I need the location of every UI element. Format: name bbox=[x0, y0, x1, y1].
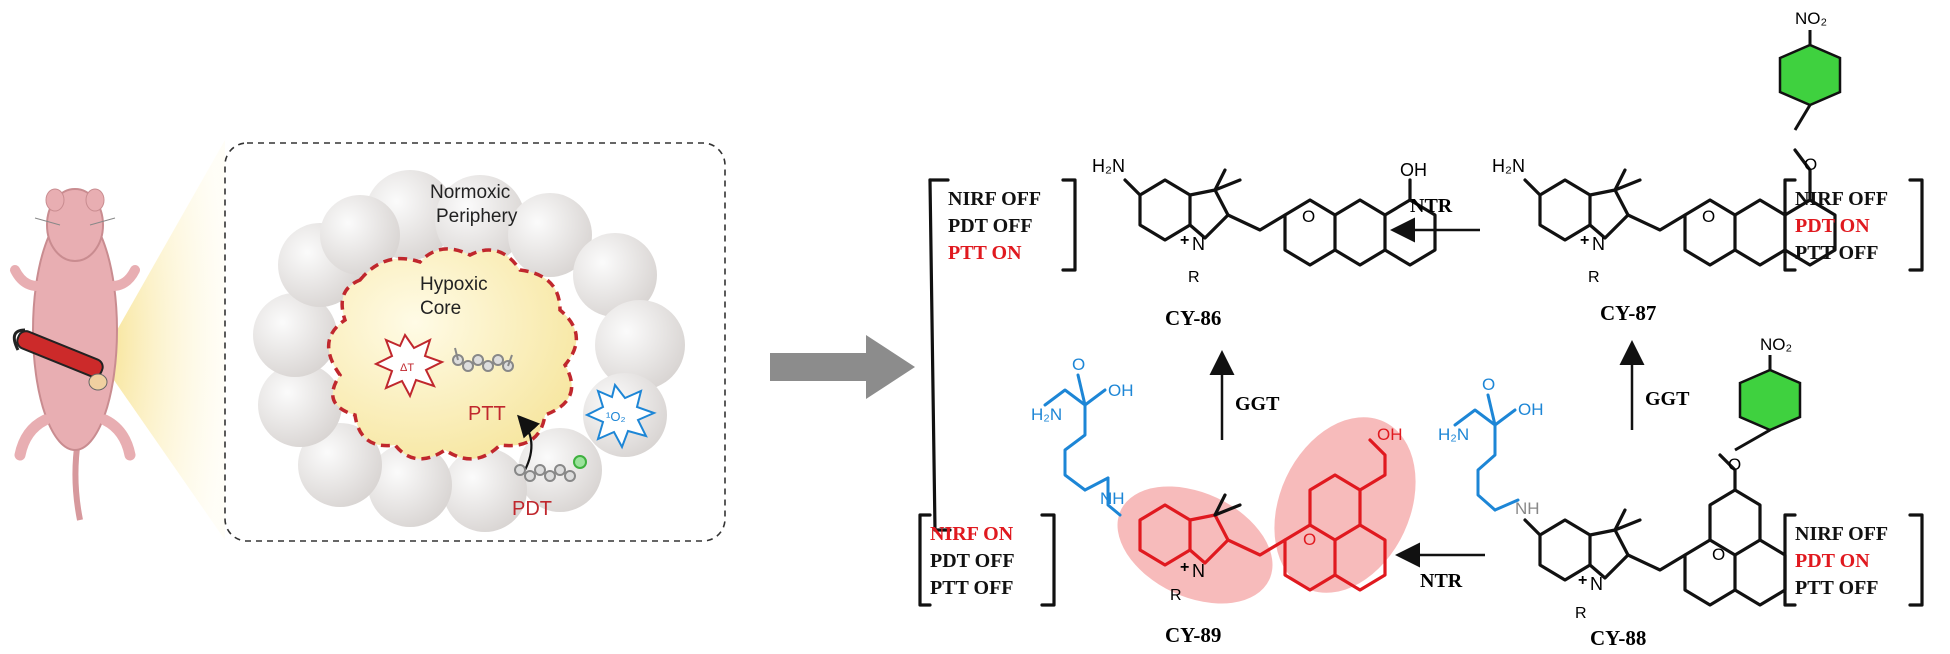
laser-pen-icon bbox=[12, 328, 108, 391]
cy89-plus: + bbox=[1180, 559, 1189, 576]
hypoxic-label-1: Hypoxic bbox=[420, 274, 488, 295]
cy88-oh-acid: OH bbox=[1518, 400, 1544, 419]
delta-t-label: ΔT bbox=[400, 362, 414, 374]
cy87-o-ether: O bbox=[1804, 155, 1817, 174]
singlet-oxygen-label: ¹O₂ bbox=[606, 409, 626, 424]
cy88-label: CY-88 bbox=[1590, 626, 1646, 650]
cy88-acid-o: O bbox=[1482, 375, 1495, 394]
ggt-right-label: GGT bbox=[1645, 388, 1690, 410]
light-beam bbox=[100, 140, 225, 540]
ntr-top-label: NTR bbox=[1410, 195, 1453, 217]
cy88-status-3: PTT OFF bbox=[1795, 577, 1879, 599]
cy87-nitrobenzyl: NO₂ bbox=[1778, 9, 1842, 131]
ggt-left-arrow: GGT bbox=[1209, 350, 1280, 440]
cy89-xanthene-highlight bbox=[1274, 417, 1416, 593]
pdt-to-ptt-arrow bbox=[517, 414, 540, 471]
cy87-r: R bbox=[1588, 269, 1600, 286]
cy88-status-1: NIRF OFF bbox=[1795, 523, 1888, 545]
cy88-o: O bbox=[1712, 545, 1725, 564]
ggt-right-arrow: GGT bbox=[1619, 340, 1690, 430]
pdt-label: PDT bbox=[512, 498, 552, 520]
cy86-h2n: H₂N bbox=[1092, 156, 1125, 176]
cy88-o-ether: O bbox=[1728, 455, 1741, 474]
cy89-oh: OH bbox=[1377, 425, 1403, 444]
cy87-status-1: NIRF OFF bbox=[1795, 188, 1888, 210]
ptt-label: PTT bbox=[468, 403, 506, 425]
cy88-nh: NH bbox=[1515, 499, 1540, 518]
ggt-left-label: GGT bbox=[1235, 393, 1280, 415]
compound-cy87: H₂N O O N + R NO₂ CY-87 NIRF OFF PDT ON … bbox=[1492, 9, 1924, 325]
cy87-n: N bbox=[1592, 234, 1605, 254]
cy88-n: N bbox=[1590, 574, 1603, 594]
heat-burst-icon: ΔT bbox=[373, 332, 445, 399]
mouse-illustration bbox=[10, 140, 225, 540]
cy86-oh: OH bbox=[1400, 160, 1427, 180]
cy89-status-2: PDT OFF bbox=[930, 550, 1015, 572]
cy89-acid-o: O bbox=[1072, 355, 1085, 374]
singlet-oxygen-icon: ¹O₂ bbox=[584, 382, 657, 450]
cy88-status-2: PDT ON bbox=[1795, 550, 1870, 572]
cy86-label: CY-86 bbox=[1165, 306, 1221, 330]
compound-cy88: H₂N O OH NH O O N + R NO₂ CY-88 NIRF OFF… bbox=[1438, 335, 1924, 650]
cy88-h2n: H₂N bbox=[1438, 425, 1469, 444]
cy87-o: O bbox=[1702, 207, 1715, 226]
cy89-nh: NH bbox=[1100, 489, 1125, 508]
cy89-indole-highlight bbox=[1117, 486, 1273, 604]
cy89-h2n: H₂N bbox=[1031, 405, 1062, 424]
molecule-ptt-icon bbox=[452, 347, 514, 372]
cy89-status-3: PTT OFF bbox=[930, 577, 1014, 599]
cy87-label: CY-87 bbox=[1600, 301, 1656, 325]
cy86-r: R bbox=[1188, 269, 1200, 286]
cy87-status-3: PTT OFF bbox=[1795, 242, 1879, 264]
compound-cy89: NIRF ON PDT OFF PTT OFF H₂N O OH NH OH O… bbox=[918, 355, 1416, 647]
cy89-status-1: NIRF ON bbox=[930, 523, 1014, 545]
tumor-panel: Normoxic Periphery Hypoxic Core ΔT PTT P… bbox=[224, 142, 726, 542]
cy89-r: R bbox=[1170, 587, 1182, 604]
cy88-nitrobenzyl: NO₂ bbox=[1734, 335, 1802, 452]
cy88-plus: + bbox=[1578, 572, 1587, 589]
ntr-top-arrow: NTR bbox=[1390, 195, 1480, 243]
cy88-r: R bbox=[1575, 605, 1587, 622]
cy87-status-2: PDT ON bbox=[1795, 215, 1870, 237]
normoxic-label-1: Normoxic bbox=[430, 182, 510, 203]
cy89-n: N bbox=[1192, 561, 1205, 581]
ntr-bottom-arrow: NTR bbox=[1395, 542, 1485, 592]
hypoxic-label-2: Core bbox=[420, 298, 461, 319]
cy87-h2n: H₂N bbox=[1492, 156, 1525, 176]
cy86-plus: + bbox=[1180, 232, 1189, 249]
compound-cy86: NIRF OFF PDT OFF PTT ON H₂N OH O N + R C… bbox=[928, 156, 1437, 532]
cy88-no2: NO₂ bbox=[1760, 335, 1792, 354]
cy86-n: N bbox=[1192, 234, 1205, 254]
ntr-bottom-label: NTR bbox=[1420, 570, 1463, 592]
cy86-status-1: NIRF OFF bbox=[948, 188, 1041, 210]
cy87-plus: + bbox=[1580, 232, 1589, 249]
cy89-oh-acid: OH bbox=[1108, 381, 1134, 400]
cy86-o: O bbox=[1302, 207, 1315, 226]
cy89-label: CY-89 bbox=[1165, 623, 1221, 647]
normoxic-label-2: Periphery bbox=[436, 206, 518, 227]
cy87-no2: NO₂ bbox=[1795, 9, 1827, 28]
cy89-o: O bbox=[1303, 530, 1316, 549]
cy86-status-2: PDT OFF bbox=[948, 215, 1033, 237]
molecule-pdt-icon bbox=[514, 455, 587, 482]
process-arrow bbox=[770, 335, 915, 399]
cy86-status-3: PTT ON bbox=[948, 242, 1022, 264]
